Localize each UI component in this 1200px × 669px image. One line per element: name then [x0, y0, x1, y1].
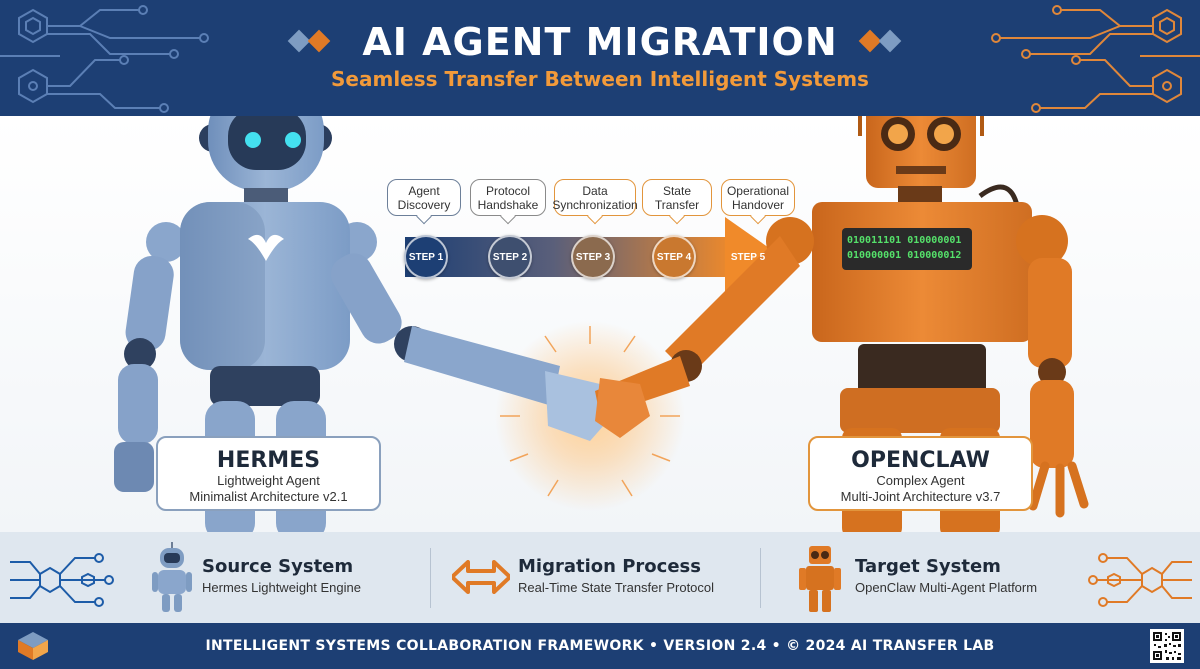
bidirectional-arrow-icon [452, 560, 510, 594]
openclaw-line1: Complex Agent [876, 473, 965, 488]
openclaw-mini-icon [799, 546, 841, 612]
source-system-subtitle: Hermes Lightweight Engine [202, 580, 361, 595]
info-divider-2 [760, 548, 761, 608]
network-icon-right [1088, 553, 1192, 607]
hermes-name: HERMES [216, 448, 321, 473]
header-banner: AI AGENT MIGRATION Seamless Transfer Bet… [0, 0, 1200, 116]
migration-scene: 010011101 010000001 010000001 010000012 … [0, 116, 1200, 532]
step-2-badge: STEP 2 [488, 235, 532, 279]
footer-bar: INTELLIGENT SYSTEMS COLLABORATION FRAMEW… [0, 623, 1200, 669]
step-1-label: Agent Discovery [387, 179, 461, 216]
target-system-subtitle: OpenClaw Multi-Agent Platform [855, 580, 1038, 595]
hermes-plate: HERMES Lightweight Agent Minimalist Arch… [156, 436, 381, 511]
step-1-badge: STEP 1 [404, 235, 448, 279]
migration-process-subtitle: Real-Time State Transfer Protocol [518, 580, 715, 595]
openclaw-name: OPENCLAW [851, 448, 990, 473]
hermes-line2: Minimalist Architecture v2.1 [189, 489, 348, 504]
hermes-line1: Lightweight Agent [217, 473, 320, 488]
source-system-title: Source System [202, 556, 354, 577]
cube-logo-icon [18, 632, 48, 660]
binary-line2a: 010000001 [847, 250, 902, 261]
page-title: AI AGENT MIGRATION [362, 20, 838, 64]
hermes-mini-icon [152, 542, 192, 612]
step-3-label: Data Synchronization [552, 179, 638, 216]
circuit-pattern-left [0, 5, 209, 113]
openclaw-plate: OPENCLAW Complex Agent Multi-Joint Archi… [808, 436, 1033, 511]
step-5-label: Operational Handover [721, 179, 795, 216]
qr-code-icon [1150, 629, 1184, 663]
migration-process-title: Migration Process [518, 556, 701, 577]
step-2-label: Protocol Handshake [470, 179, 546, 216]
binary-line1b: 010000001 [907, 235, 962, 246]
binary-line2b: 010000012 [907, 250, 962, 261]
binary-line1a: 010011101 [847, 235, 902, 246]
step-5-badge: STEP 5 [730, 251, 766, 263]
network-icon-left [10, 553, 114, 607]
target-system-title: Target System [855, 556, 1001, 577]
binary-display: 010011101 010000001 010000001 010000012 [847, 233, 969, 263]
info-band: Source System Hermes Lightweight Engine … [0, 532, 1200, 623]
circuit-pattern-right [991, 5, 1200, 113]
step-4-badge: STEP 4 [652, 235, 696, 279]
page-subtitle: Seamless Transfer Between Intelligent Sy… [331, 67, 869, 91]
step-4-label: State Transfer [642, 179, 712, 216]
step-3-badge: STEP 3 [571, 235, 615, 279]
footer-text: INTELLIGENT SYSTEMS COLLABORATION FRAMEW… [205, 638, 995, 654]
openclaw-line2: Multi-Joint Architecture v3.7 [840, 489, 1001, 504]
info-divider-1 [430, 548, 431, 608]
